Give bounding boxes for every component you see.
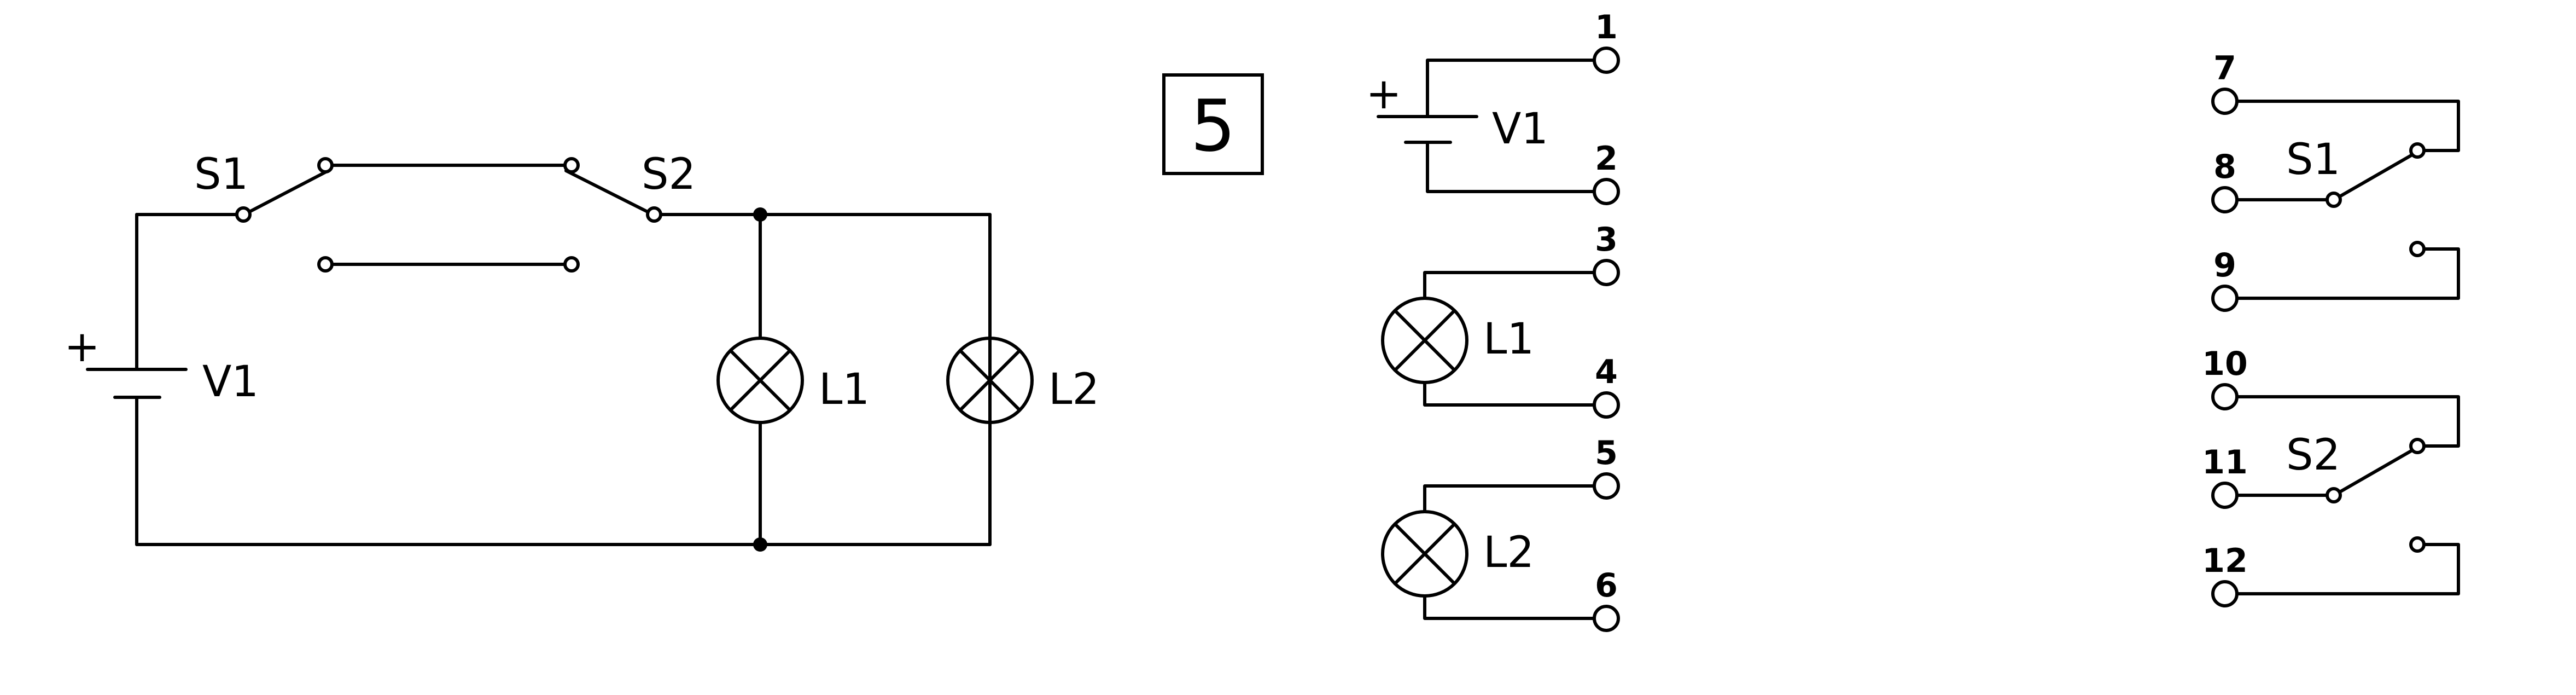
battery-label: V1 (202, 357, 259, 407)
terminal-3-label: 3 (1595, 221, 1618, 259)
component-battery: + V1 1 2 (1366, 8, 1620, 205)
junction-dot-bottom (753, 537, 767, 552)
terminal-5-label: 5 (1595, 434, 1618, 472)
component-battery-plus: + (1366, 70, 1401, 119)
switch-s1-symbol: S1 (194, 150, 334, 273)
lamp-l2-label: L2 (1048, 365, 1099, 414)
battery-plus-label: + (64, 322, 100, 372)
terminal-11-label: 11 (2202, 443, 2248, 482)
component-lamp-l2-label: L2 (1483, 528, 1534, 577)
battery-symbol: + V1 (64, 322, 259, 407)
component-lamp-l2: L2 5 6 (1381, 434, 1620, 632)
component-battery-label: V1 (1492, 105, 1548, 154)
terminal-2-label: 2 (1595, 140, 1618, 178)
terminal-4-label: 4 (1595, 353, 1618, 391)
task-number-box: 5 (1162, 73, 1264, 175)
junction-dot-top (753, 207, 767, 222)
terminal-switch-s2-label: S2 (2286, 431, 2340, 480)
component-terminal-block: + V1 1 2 L1 3 4 L2 (1366, 8, 1620, 632)
lamp-l2-symbol: L2 (946, 337, 1099, 424)
terminal-1-label: 1 (1595, 8, 1618, 47)
switch-s2-symbol: S2 (563, 150, 696, 273)
switch-s2-label: S2 (642, 150, 696, 199)
component-lamp-l1-label: L1 (1483, 315, 1534, 364)
terminal-6-label: 6 (1595, 566, 1618, 605)
terminal-7-label: 7 (2213, 49, 2236, 88)
terminal-10-label: 10 (2202, 345, 2248, 383)
switch-s1-label: S1 (194, 150, 248, 199)
lamp-l1-label: L1 (819, 365, 870, 414)
terminal-12-label: 12 (2202, 542, 2248, 580)
component-lamp-l1: L1 3 4 (1381, 221, 1620, 419)
terminal-switch-s1: 7 8 9 S1 (2211, 49, 2460, 312)
terminal-9-label: 9 (2213, 246, 2236, 285)
terminal-8-label: 8 (2213, 148, 2236, 186)
terminal-switch-s1-label: S1 (2286, 135, 2340, 184)
task-number: 5 (1191, 84, 1236, 167)
switch-terminal-block: 7 8 9 S1 10 11 12 S2 (2202, 49, 2460, 607)
terminal-switch-s2: 10 11 12 S2 (2202, 345, 2460, 607)
lamp-l1-branch: L1 (716, 213, 870, 546)
schematic: + V1 S1 S2 L1 (64, 150, 1099, 552)
